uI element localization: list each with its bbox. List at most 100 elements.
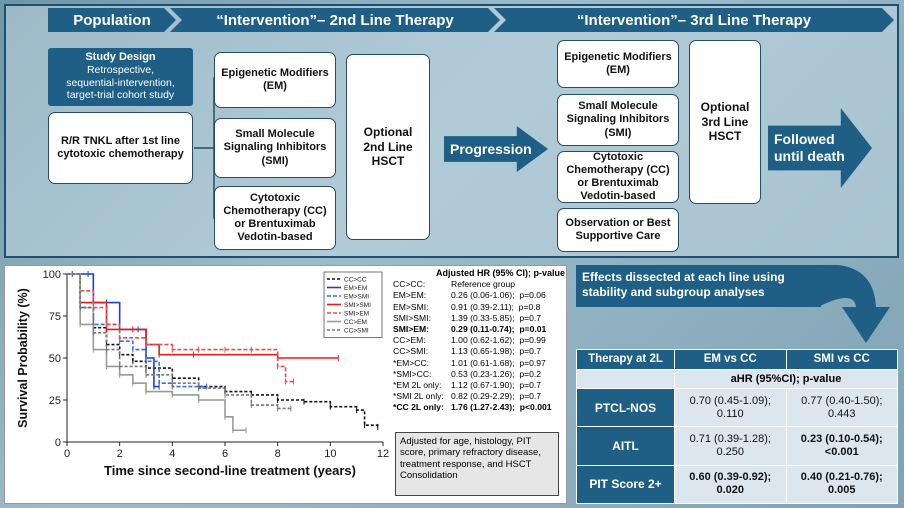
results-cell-line: 0.020 [716, 484, 745, 497]
legend-label: CC>SMI [344, 328, 369, 335]
line2-option-em: Epigenetic Modifiers (EM) [214, 52, 336, 108]
hr-row-value: 1.39 (0.33-5.85); p=0.7 [451, 312, 542, 323]
results-cell-line: 0.110 [716, 407, 744, 420]
results-cell-line: 0.71 (0.39-1.28); [689, 432, 771, 445]
hsct-text: HSCT [371, 154, 405, 169]
hsct-text: Optional [363, 125, 413, 140]
hr-row-value: 1.00 (0.62-1.62); p=0.99 [451, 335, 546, 346]
results-cell-smi: 0.23 (0.10-0.54);<0.001 [785, 426, 898, 466]
hr-row-label: *EM 2L only: [393, 380, 442, 391]
hr-row: *EM 2L only:1.12 (0.67-1.90); p=0.7 [393, 380, 565, 391]
series-line-1 [67, 273, 160, 388]
x-tick-label: 0 [64, 448, 70, 460]
hsct-text: HSCT [708, 129, 742, 144]
results-cell-em: 0.70 (0.45-1.09);0.110 [674, 388, 787, 428]
results-row-label: PTCL-NOS [576, 388, 675, 428]
hr-row-value: 0.91 (0.39-2.11); p=0.8 [451, 301, 541, 312]
results-cell-em: 0.71 (0.39-1.28);0.250 [674, 426, 787, 466]
effects-banner: Effects dissected at each line using sta… [576, 265, 821, 307]
results-col-header: Therapy at 2L [576, 349, 675, 370]
results-cell-line: 0.60 (0.39-0.92); [689, 471, 772, 484]
study-design-title: Study Design [85, 51, 156, 63]
results-cell-em: 0.60 (0.39-0.92);0.020 [674, 464, 787, 505]
hr-row-label: EM>SMI: [393, 301, 429, 312]
hr-row: CC>EM: 1.00 (0.62-1.62); p=0.99 [393, 335, 565, 346]
legend-label: EM>SMI [344, 294, 369, 301]
x-tick-label: 4 [169, 448, 175, 460]
study-design-line: sequential-intervention, [66, 76, 175, 89]
header-intervention-3rd-line: “Intervention”– 3rd Line Therapy [494, 8, 894, 32]
hr-row-value: 1.13 (0.65-1.98); p=0.7 [451, 346, 542, 357]
hr-row: EM>EM: 0.26 (0.06-1.06); p=0.06 [393, 290, 565, 301]
line2-option-cc: Cytotoxic Chemotherapy (CC) or Brentuxim… [214, 186, 336, 250]
results-cell-smi: 0.77 (0.40-1.50);0.443 [785, 388, 898, 428]
y-tick-label: 50 [49, 353, 61, 365]
followed-text: Followed [774, 130, 835, 147]
hr-row-value: 1.76 (1.27-2.43); p<0.001 [451, 402, 552, 413]
hr-row-label: SMI>EM: [393, 324, 430, 335]
hr-row: SMI>EM: 0.29 (0.11-0.74); p=0.01 [393, 324, 565, 335]
results-row-label: AITL [576, 426, 675, 466]
hr-row: SMI>SMI: 1.39 (0.33-5.85); p=0.7 [393, 313, 565, 324]
line3-option-smi: Small Molecule Signaling Inhibitors (SMI… [557, 94, 679, 146]
line3-option-observation: Observation or Best Supportive Care [557, 208, 679, 252]
hr-row-value: 0.53 (0.23-1.26); p=0.2 [451, 368, 542, 379]
hr-row: *EM>CC:1.01 (0.61-1.68); p=0.97 [393, 358, 565, 369]
results-empty-cell [576, 368, 675, 390]
adjusted-note: Adjusted for age, histology, PIT score, … [395, 432, 559, 496]
results-cell-smi: 0.40 (0.21-0.76);0.005 [785, 464, 898, 505]
results-col-header: EM vs CC [674, 349, 787, 370]
hr-row-value: 1.01 (0.61-1.68); p=0.97 [451, 357, 546, 368]
series-line-2 [67, 273, 207, 388]
y-tick-label: 0 [55, 437, 61, 449]
hr-row-value: 0.29 (0.11-0.74); p=0.01 [451, 324, 547, 335]
followed-text: until death [774, 148, 845, 164]
header-intervention-2nd-line: “Intervention”– 2nd Line Therapy [170, 8, 500, 32]
results-cell-line: 0.23 (0.10-0.54); [800, 432, 883, 445]
series-line-6 [67, 273, 291, 410]
hr-row-label: SMI>SMI: [393, 312, 431, 323]
hr-row: *SMI 2L only:0.82 (0.29-2.29); p=0.7 [393, 391, 565, 402]
x-tick-label: 8 [275, 448, 281, 460]
hr-table: Adjusted HR (95% CI); p-value CC>CC:Refe… [393, 268, 565, 414]
legend-label: SMI>SMI [344, 302, 371, 309]
hr-row-label: EM>EM: [393, 290, 427, 301]
series-line-4 [67, 273, 294, 383]
hsct-text: 3rd Line [701, 114, 749, 129]
results-cell-line: 0.70 (0.45-1.09); [689, 394, 771, 407]
hsct-2nd-line-box: Optional 2nd Line HSCT [346, 54, 430, 240]
series-line-3 [67, 273, 339, 359]
hr-row-label: *SMI>CC: [393, 368, 432, 379]
x-tick-label: 2 [117, 448, 123, 460]
hsct-text: 2nd Line [363, 139, 413, 154]
results-cell-line: <0.001 [824, 446, 859, 459]
x-tick-label: 12 [377, 448, 389, 460]
results-cell-line: 0.005 [827, 484, 856, 497]
results-cell-line: 0.40 (0.21-0.76); [800, 471, 883, 484]
hr-row: CC>SMI:1.13 (0.65-1.98); p=0.7 [393, 346, 565, 357]
legend-label: CC>EM [344, 319, 367, 326]
legend-label: CC>CC [344, 277, 367, 284]
y-axis-label: Survival Probability (%) [16, 288, 30, 428]
hr-row-label: CC>EM: [393, 335, 426, 346]
line2-option-smi: Small Molecule Signaling Inhibitors (SMI… [214, 118, 336, 178]
x-tick-label: 10 [324, 448, 336, 460]
results-cell-line: 0.443 [827, 407, 856, 420]
results-col-header: SMI vs CC [785, 349, 898, 370]
results-subheader: aHR (95%CI); p-value [674, 368, 898, 390]
x-tick-label: 6 [222, 448, 228, 460]
line3-option-em: Epigenetic Modifiers (EM) [557, 40, 679, 88]
hr-row-value: 0.26 (0.06-1.06); p=0.06 [451, 290, 546, 301]
y-tick-label: 25 [49, 395, 61, 407]
population-box: R/R TNKL after 1st line cytotoxic chemot… [48, 112, 193, 184]
line3-option-cc: Cytotoxic Chemotherapy (CC) or Brentuxim… [557, 151, 679, 203]
x-axis-label: Time since second-line treatment (years) [104, 463, 356, 478]
study-design-box: Study Design Retrospective, sequential-i… [48, 48, 193, 106]
header-population: Population [48, 8, 176, 32]
hr-row: CC>CC:Reference group [393, 279, 565, 290]
hr-row-value: 0.82 (0.29-2.29); p=0.7 [451, 391, 542, 402]
study-design-line: Retrospective, [86, 64, 155, 77]
